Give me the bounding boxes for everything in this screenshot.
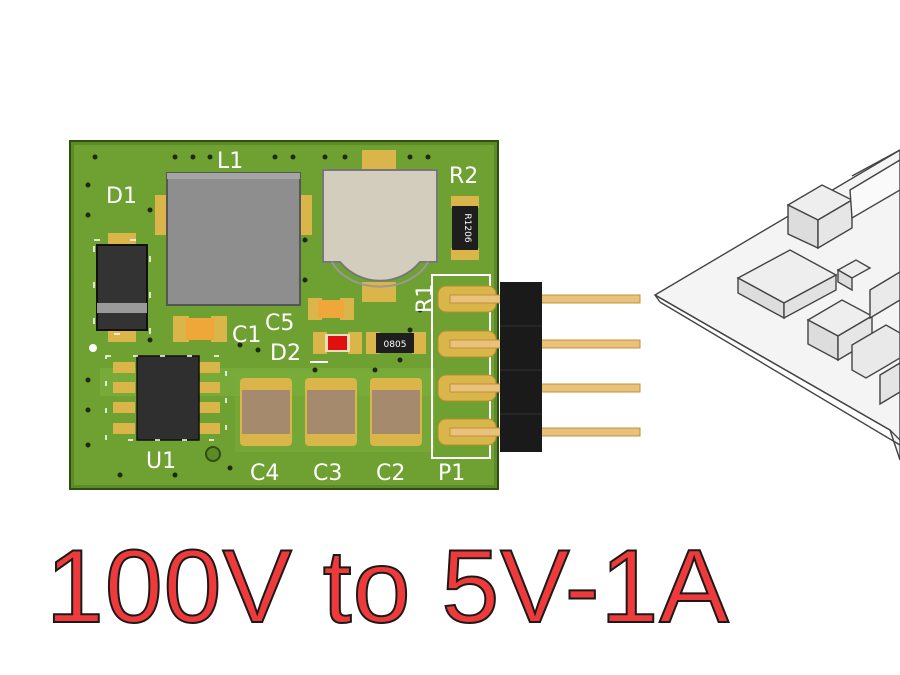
ic-u1	[105, 355, 227, 441]
label-r2: R2	[449, 164, 478, 189]
diode-d1	[93, 233, 151, 342]
label-u1: U1	[146, 449, 176, 474]
label-r1: R1	[413, 284, 438, 313]
fiducial-dot	[89, 344, 97, 352]
resistor-r1: 0805	[366, 332, 426, 354]
label-c2: C2	[376, 461, 405, 486]
title-text: 100V to 5V-1A	[45, 528, 730, 646]
capacitor-c1	[173, 316, 227, 342]
label-c5: C5	[265, 311, 294, 336]
resistor-r2: R1206	[451, 196, 479, 260]
r2-marking: R1206	[462, 213, 472, 242]
r1-marking: 0805	[384, 340, 407, 350]
label-l1: L1	[217, 149, 243, 174]
label-c4: C4	[250, 461, 279, 486]
led-d2	[310, 332, 362, 363]
silkscreen-labels: L1 D1 R2 R1 C1 C5 D2 U1 C4 C3 C2 P1	[106, 149, 478, 486]
test-point	[205, 446, 221, 462]
label-d1: D1	[106, 184, 137, 209]
label-d2: D2	[270, 341, 301, 366]
inductor-l1	[155, 172, 312, 306]
capacitor-top	[322, 150, 438, 302]
label-c1: C1	[232, 323, 261, 348]
label-c3: C3	[313, 461, 342, 486]
capacitor-c3	[305, 378, 357, 446]
capacitor-c2	[370, 378, 422, 446]
capacitor-c5	[308, 298, 354, 320]
capacitor-c4	[240, 378, 292, 446]
isometric-3d-view	[653, 149, 900, 461]
label-p1: P1	[438, 461, 465, 486]
header-p1	[431, 274, 641, 459]
